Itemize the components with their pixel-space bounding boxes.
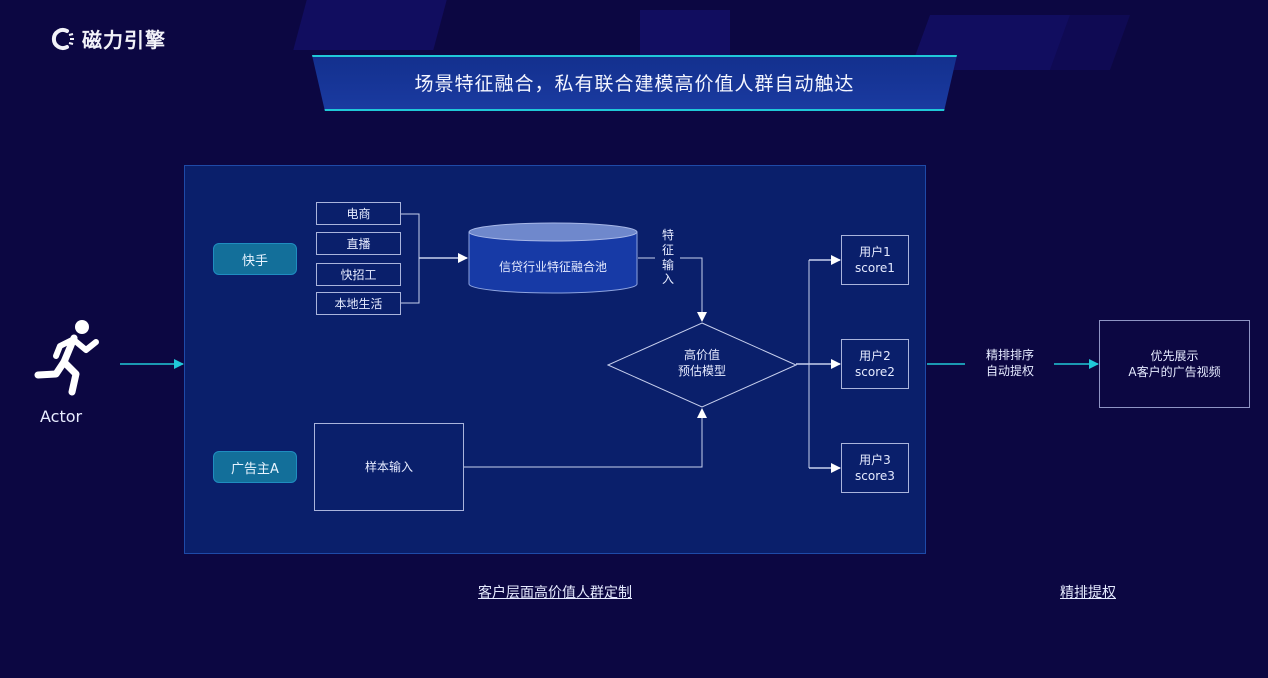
model-label-line2: 预估模型 — [677, 364, 726, 378]
ranking-label-line1: 精排排序 — [985, 348, 1034, 362]
user-2-score: score2 — [855, 365, 895, 379]
ranking-label-line2: 自动提权 — [985, 364, 1034, 378]
user-node-2[interactable]: 用户2 score2 — [841, 339, 909, 389]
scene-node-recruit[interactable]: 快招工 — [316, 263, 401, 286]
advertiser-node[interactable]: 广告主A — [213, 451, 297, 483]
scene-node-ecommerce[interactable]: 电商 — [316, 202, 401, 225]
feature-input-label-4: 入 — [661, 272, 674, 286]
feature-input-label-1: 特 — [661, 228, 674, 242]
title-banner: 场景特征融合，私有联合建模高价值人群自动触达 — [312, 55, 957, 111]
result-line1: 优先展示 — [1150, 349, 1199, 363]
user-node-1[interactable]: 用户1 score1 — [841, 235, 909, 285]
logo: 磁力引擎 — [50, 24, 166, 53]
platform-kuaishou-node[interactable]: 快手 — [213, 243, 297, 275]
actor-label: Actor — [40, 407, 83, 426]
model-diamond[interactable] — [607, 322, 797, 408]
sample-input-node[interactable]: 样本输入 — [314, 423, 464, 511]
user-1-score: score1 — [855, 261, 895, 275]
user-3-name: 用户3 — [859, 453, 891, 467]
bg-decor-2 — [640, 10, 730, 55]
customer-level-link[interactable]: 客户层面高价值人群定制 — [478, 585, 632, 601]
feature-pool-label: 信贷行业特征融合池 — [498, 260, 607, 274]
feature-pool-cylinder[interactable] — [467, 222, 639, 296]
scene-node-local-life[interactable]: 本地生活 — [316, 292, 401, 315]
scene-node-live[interactable]: 直播 — [316, 232, 401, 255]
user-node-3[interactable]: 用户3 score3 — [841, 443, 909, 493]
feature-input-label-3: 输 — [661, 258, 674, 272]
user-3-score: score3 — [855, 469, 895, 483]
bg-decor-1 — [293, 0, 447, 50]
user-2-name: 用户2 — [859, 349, 891, 363]
running-person-icon — [34, 320, 99, 396]
result-node[interactable]: 优先展示 A客户的广告视频 — [1099, 320, 1250, 408]
page-title: 场景特征融合，私有联合建模高价值人群自动触达 — [414, 73, 855, 95]
user-1-name: 用户1 — [859, 245, 891, 259]
logo-text: 磁力引擎 — [82, 28, 166, 52]
model-label-line1: 高价值 — [683, 348, 720, 362]
result-line2: A客户的广告视频 — [1128, 365, 1221, 379]
feature-input-label-2: 征 — [661, 243, 674, 257]
ranking-boost-link[interactable]: 精排提权 — [1060, 585, 1116, 601]
magnet-c-icon — [51, 27, 74, 50]
